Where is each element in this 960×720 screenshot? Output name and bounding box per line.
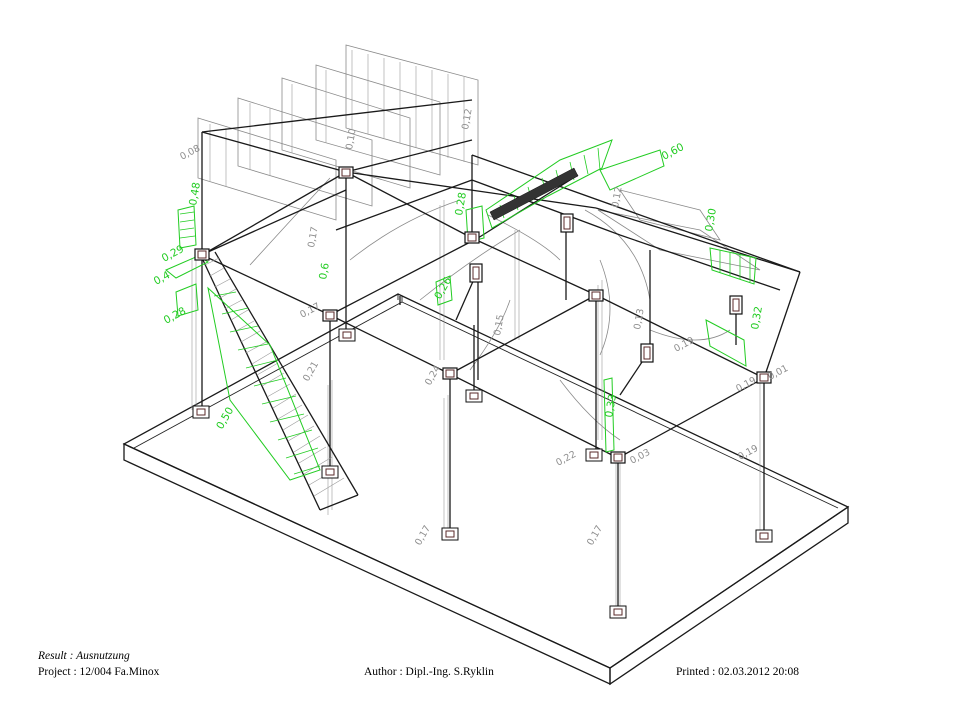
joint-node [442, 367, 458, 380]
utilization-label: 0,28 [453, 191, 469, 216]
joint-node [729, 295, 743, 315]
utilization-label: 0,50 [214, 405, 236, 431]
moment-label: 0,17 [413, 524, 433, 548]
joint-node [338, 166, 354, 179]
joint-node [610, 451, 626, 464]
moment-label: 0,22 [554, 449, 578, 469]
foundation-supports [192, 328, 773, 619]
joint-node [588, 289, 604, 302]
moment-label: 0,15 [492, 314, 507, 337]
moment-label: 0,17 [306, 226, 321, 249]
foundation-slab [122, 293, 850, 686]
moment-label: 0,12 [610, 186, 625, 209]
steel-frame [201, 99, 801, 612]
utilization-label: 0,33 [603, 393, 619, 418]
joint-node [464, 231, 480, 244]
support-node [321, 465, 339, 479]
support-node [609, 605, 627, 619]
joint-node [640, 343, 654, 363]
utilization-label: 0,28 [162, 305, 188, 327]
support-node [465, 389, 483, 403]
project-label: Project : 12/004 Fa.Minox [38, 666, 160, 678]
joint-node [469, 263, 483, 283]
joint-node [194, 248, 210, 261]
utilization-label: 0,30 [703, 207, 719, 232]
utilization-label: 0,4 [152, 269, 173, 288]
connection-joints [194, 166, 772, 464]
support-node [338, 328, 356, 342]
support-node [585, 448, 603, 462]
moment-label: 0,21 [301, 360, 321, 384]
joint-node [322, 309, 338, 322]
moment-label: 0,12 [460, 108, 475, 131]
moment-label: 0,08 [178, 143, 202, 163]
support-node [192, 405, 210, 419]
support-node [755, 529, 773, 543]
moment-label: 0,13 [632, 308, 647, 331]
inclined-beam [489, 167, 579, 221]
utilization-label: 0,60 [660, 141, 686, 163]
joint-node [560, 213, 574, 233]
result-label: Result : Ausnutzung [38, 650, 130, 662]
moment-label: 0,10 [344, 128, 359, 151]
support-node [441, 527, 459, 541]
moment-label: 0,01 [766, 363, 790, 383]
moment-label: 0,19 [734, 375, 758, 395]
author-label: Author : Dipl.-Ing. S.Ryklin [364, 666, 494, 678]
utilization-label: 0,6 [317, 262, 332, 281]
utilization-label: 0,48 [187, 181, 203, 206]
utilization-label: 0,29 [160, 243, 186, 265]
printed-label: Printed : 02.03.2012 20:08 [676, 666, 799, 678]
moment-label: 0,17 [298, 301, 322, 321]
utilization-label: 0,32 [749, 305, 765, 330]
joint-node [756, 371, 772, 384]
moment-label: 0,17 [585, 524, 605, 548]
moment-label: 0,24 [423, 364, 443, 388]
